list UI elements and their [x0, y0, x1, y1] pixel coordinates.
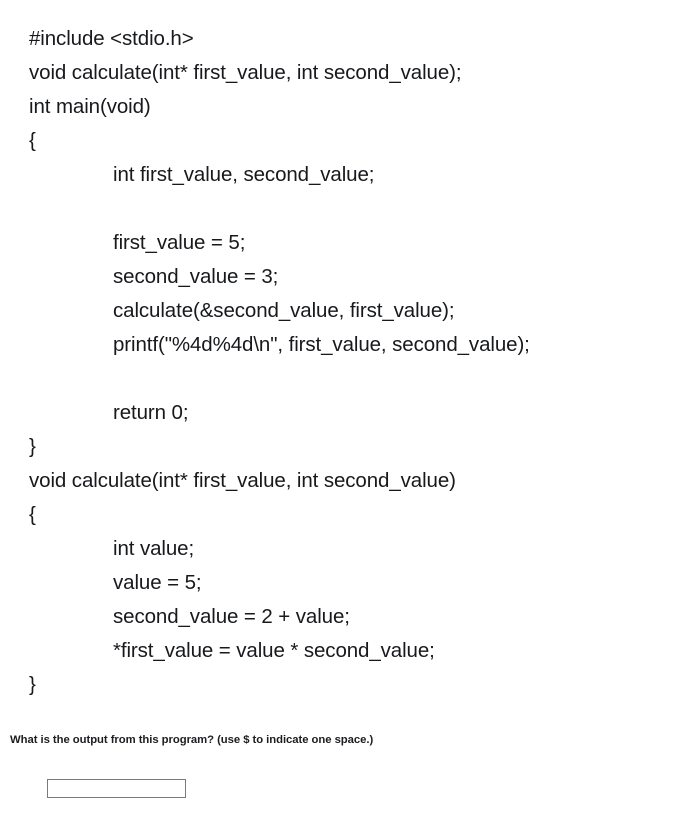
code-line: *first_value = value * second_value;: [113, 639, 435, 662]
code-line: }: [29, 673, 36, 696]
question-row: What is the output from this program? (u…: [10, 733, 660, 748]
code-line: void calculate(int* first_value, int sec…: [29, 469, 456, 492]
code-line: #include <stdio.h>: [29, 27, 194, 50]
code-line: void calculate(int* first_value, int sec…: [29, 61, 462, 84]
code-line: return 0;: [113, 401, 189, 424]
code-line: {: [29, 129, 36, 152]
answer-input[interactable]: [47, 779, 186, 798]
code-line-blank: [29, 362, 669, 396]
code-line: second_value = 2 + value;: [113, 605, 350, 628]
answer-row: [47, 779, 186, 798]
code-line: }: [29, 435, 36, 458]
code-line-blank: [29, 192, 669, 226]
code-line: value = 5;: [113, 571, 202, 594]
code-line: calculate(&second_value, first_value);: [113, 299, 455, 322]
code-line: {: [29, 503, 36, 526]
question-prompt: What is the output from this program? (u…: [10, 734, 374, 746]
code-line: first_value = 5;: [113, 231, 246, 254]
code-listing: #include <stdio.h> void calculate(int* fi…: [29, 22, 669, 702]
code-line: second_value = 3;: [113, 265, 279, 288]
code-line: printf("%4d%4d\n", first_value, second_v…: [113, 333, 530, 356]
code-line: int first_value, second_value;: [113, 163, 375, 186]
code-line: int main(void): [29, 95, 151, 118]
code-line: int value;: [113, 537, 195, 560]
